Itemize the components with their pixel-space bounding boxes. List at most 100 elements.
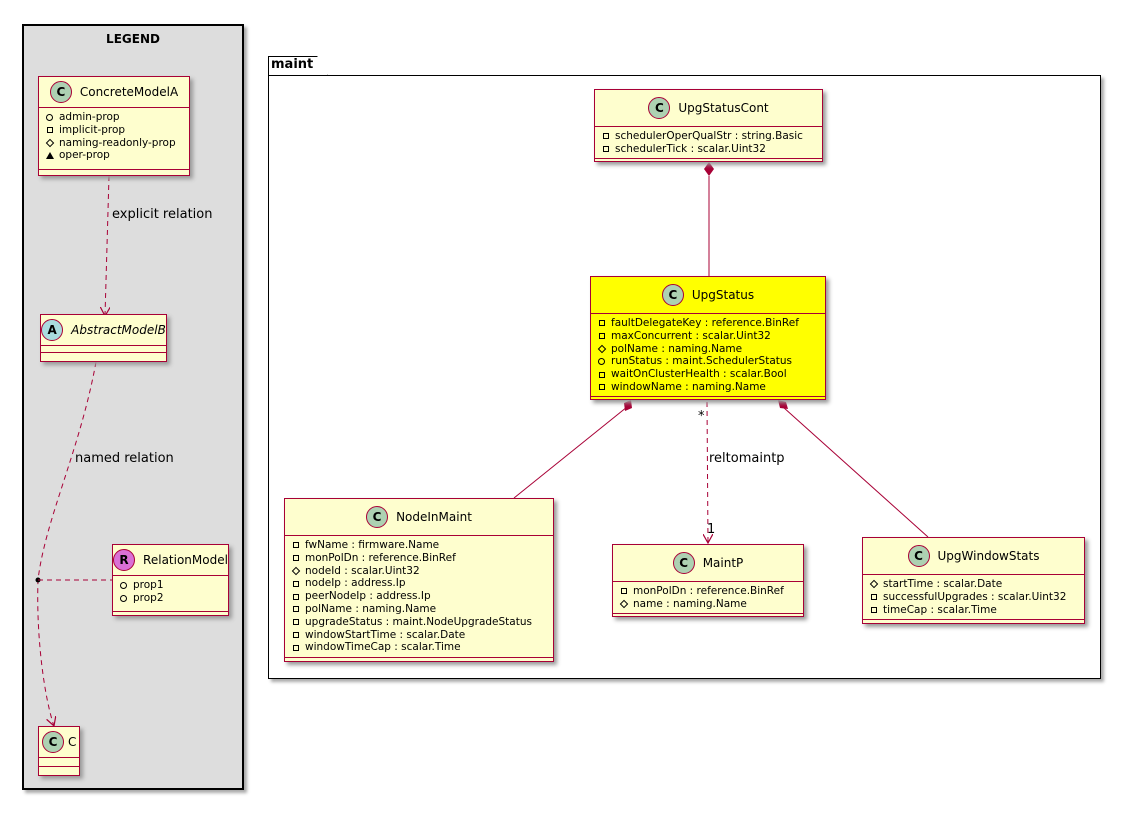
private-icon (291, 580, 300, 587)
private-icon (597, 320, 606, 327)
class-c-icon: C (42, 731, 64, 753)
attribute-row: schedulerOperQualStr : string.Basic (601, 130, 816, 143)
class-header: C UpgWindowStats (863, 538, 1084, 575)
class-c-icon: C (907, 545, 930, 567)
private-icon (45, 127, 54, 134)
class-name: C (68, 735, 77, 749)
named-relation-label: named relation (75, 451, 174, 466)
class-header: C UpgStatus (591, 277, 825, 314)
attribute-list: monPolDn : reference.BinRef name : namin… (613, 582, 803, 614)
named-relation-edge (37, 361, 97, 726)
protected-icon (597, 344, 606, 354)
target-multiplicity: 1 (707, 522, 716, 537)
class-maint-p[interactable]: C MaintP monPolDn : reference.BinRef nam… (612, 544, 804, 617)
package-name: maint (271, 57, 314, 72)
class-c-icon: C (648, 97, 671, 119)
package-private-icon (45, 152, 54, 160)
private-icon (597, 333, 606, 340)
composition-edge-status-window (782, 406, 929, 538)
abstract-a-icon: A (41, 319, 64, 341)
class-header: C UpgStatusCont (595, 90, 822, 127)
attribute-row: runStatus : maint.SchedulerStatus (597, 355, 819, 368)
class-name: UpgStatusCont (678, 101, 769, 115)
public-icon (119, 581, 128, 589)
class-relation-model[interactable]: R RelationModel prop1 prop2 (112, 544, 229, 616)
attribute-row: monPolDn : reference.BinRef (291, 552, 547, 565)
source-multiplicity: * (698, 409, 705, 424)
attribute-list: faultDelegateKey : reference.BinRef maxC… (591, 314, 825, 397)
attribute-row: monPolDn : reference.BinRef (619, 585, 797, 598)
class-c-icon: C (661, 284, 684, 306)
class-header: C ConcreteModelA (39, 77, 189, 108)
class-c[interactable]: C C (38, 726, 80, 776)
attribute-list: schedulerOperQualStr : string.Basic sche… (595, 127, 822, 159)
private-icon (869, 594, 878, 601)
private-icon (291, 542, 300, 549)
attribute-list (39, 758, 79, 767)
attribute-row: timeCap : scalar.Time (869, 604, 1078, 617)
attribute-list: startTime : scalar.Date successfulUpgrad… (863, 575, 1084, 620)
reltomaintp-label: reltomaintp (709, 451, 785, 466)
private-icon (291, 593, 300, 600)
attribute-list: fwName : firmware.Name monPolDn : refere… (285, 536, 553, 658)
class-upg-status[interactable]: C UpgStatus faultDelegateKey : reference… (590, 276, 826, 400)
class-c-icon: C (366, 506, 389, 528)
legend-title: LEGEND (106, 32, 160, 46)
attribute-row: windowStartTime : scalar.Date (291, 629, 547, 642)
public-icon (597, 358, 606, 366)
attribute-row: naming-readonly-prop (45, 137, 183, 150)
attribute-row: startTime : scalar.Date (869, 578, 1078, 591)
attribute-row: fwName : firmware.Name (291, 539, 547, 552)
class-abstract-model-b[interactable]: A AbstractModelB (40, 314, 167, 362)
protected-icon (291, 566, 300, 576)
class-upg-window-stats[interactable]: C UpgWindowStats startTime : scalar.Date… (862, 537, 1085, 624)
attribute-row: nodeId : scalar.Uint32 (291, 565, 547, 578)
class-upg-status-cont[interactable]: C UpgStatusCont schedulerOperQualStr : s… (594, 89, 823, 162)
attribute-list (41, 346, 166, 353)
attribute-row: successfulUpgrades : scalar.Uint32 (869, 591, 1078, 604)
class-header: R RelationModel (113, 545, 228, 576)
class-node-in-maint[interactable]: C NodeInMaint fwName : firmware.Name mon… (284, 498, 554, 662)
public-icon (119, 594, 128, 602)
reltomaintp-edge (707, 401, 708, 543)
private-icon (869, 606, 878, 613)
class-c-icon: C (49, 81, 72, 103)
attribute-row: oper-prop (45, 149, 183, 162)
composition-diamond-cont (704, 162, 714, 176)
attribute-row: windowTimeCap : scalar.Time (291, 641, 547, 654)
private-icon (597, 371, 606, 378)
private-icon (619, 588, 628, 595)
attribute-row: faultDelegateKey : reference.BinRef (597, 317, 819, 330)
attribute-row: peerNodeIp : address.Ip (291, 590, 547, 603)
class-name: MaintP (702, 556, 744, 570)
public-icon (45, 113, 54, 121)
composition-diamond-window (778, 400, 788, 409)
protected-icon (619, 599, 628, 609)
class-name: AbstractModelB (71, 323, 166, 337)
relation-r-icon: R (113, 549, 136, 571)
explicit-relation-edge (105, 175, 109, 316)
class-name: NodeInMaint (396, 510, 472, 524)
class-name: RelationModel (143, 553, 228, 567)
composition-edge-status-node (513, 406, 628, 499)
private-icon (291, 631, 300, 638)
attribute-row: prop1 (119, 579, 222, 592)
private-icon (601, 146, 610, 153)
composition-diamond-node (624, 400, 632, 411)
attribute-row: prop2 (119, 592, 222, 605)
attribute-row: admin-prop (45, 111, 183, 124)
attribute-row: windowName : naming.Name (597, 381, 819, 394)
attribute-row: polName : naming.Name (597, 343, 819, 356)
attribute-row: schedulerTick : scalar.Uint32 (601, 143, 816, 156)
class-header: C NodeInMaint (285, 499, 553, 536)
attribute-row: polName : naming.Name (291, 603, 547, 616)
class-concrete-model-a[interactable]: C ConcreteModelA admin-prop implicit-pro… (38, 76, 190, 176)
private-icon (597, 384, 606, 391)
private-icon (601, 133, 610, 140)
attribute-row: nodeIp : address.Ip (291, 577, 547, 590)
class-header: A AbstractModelB (41, 315, 166, 346)
class-header: C C (39, 727, 79, 758)
private-icon (291, 619, 300, 626)
attribute-row: maxConcurrent : scalar.Uint32 (597, 330, 819, 343)
